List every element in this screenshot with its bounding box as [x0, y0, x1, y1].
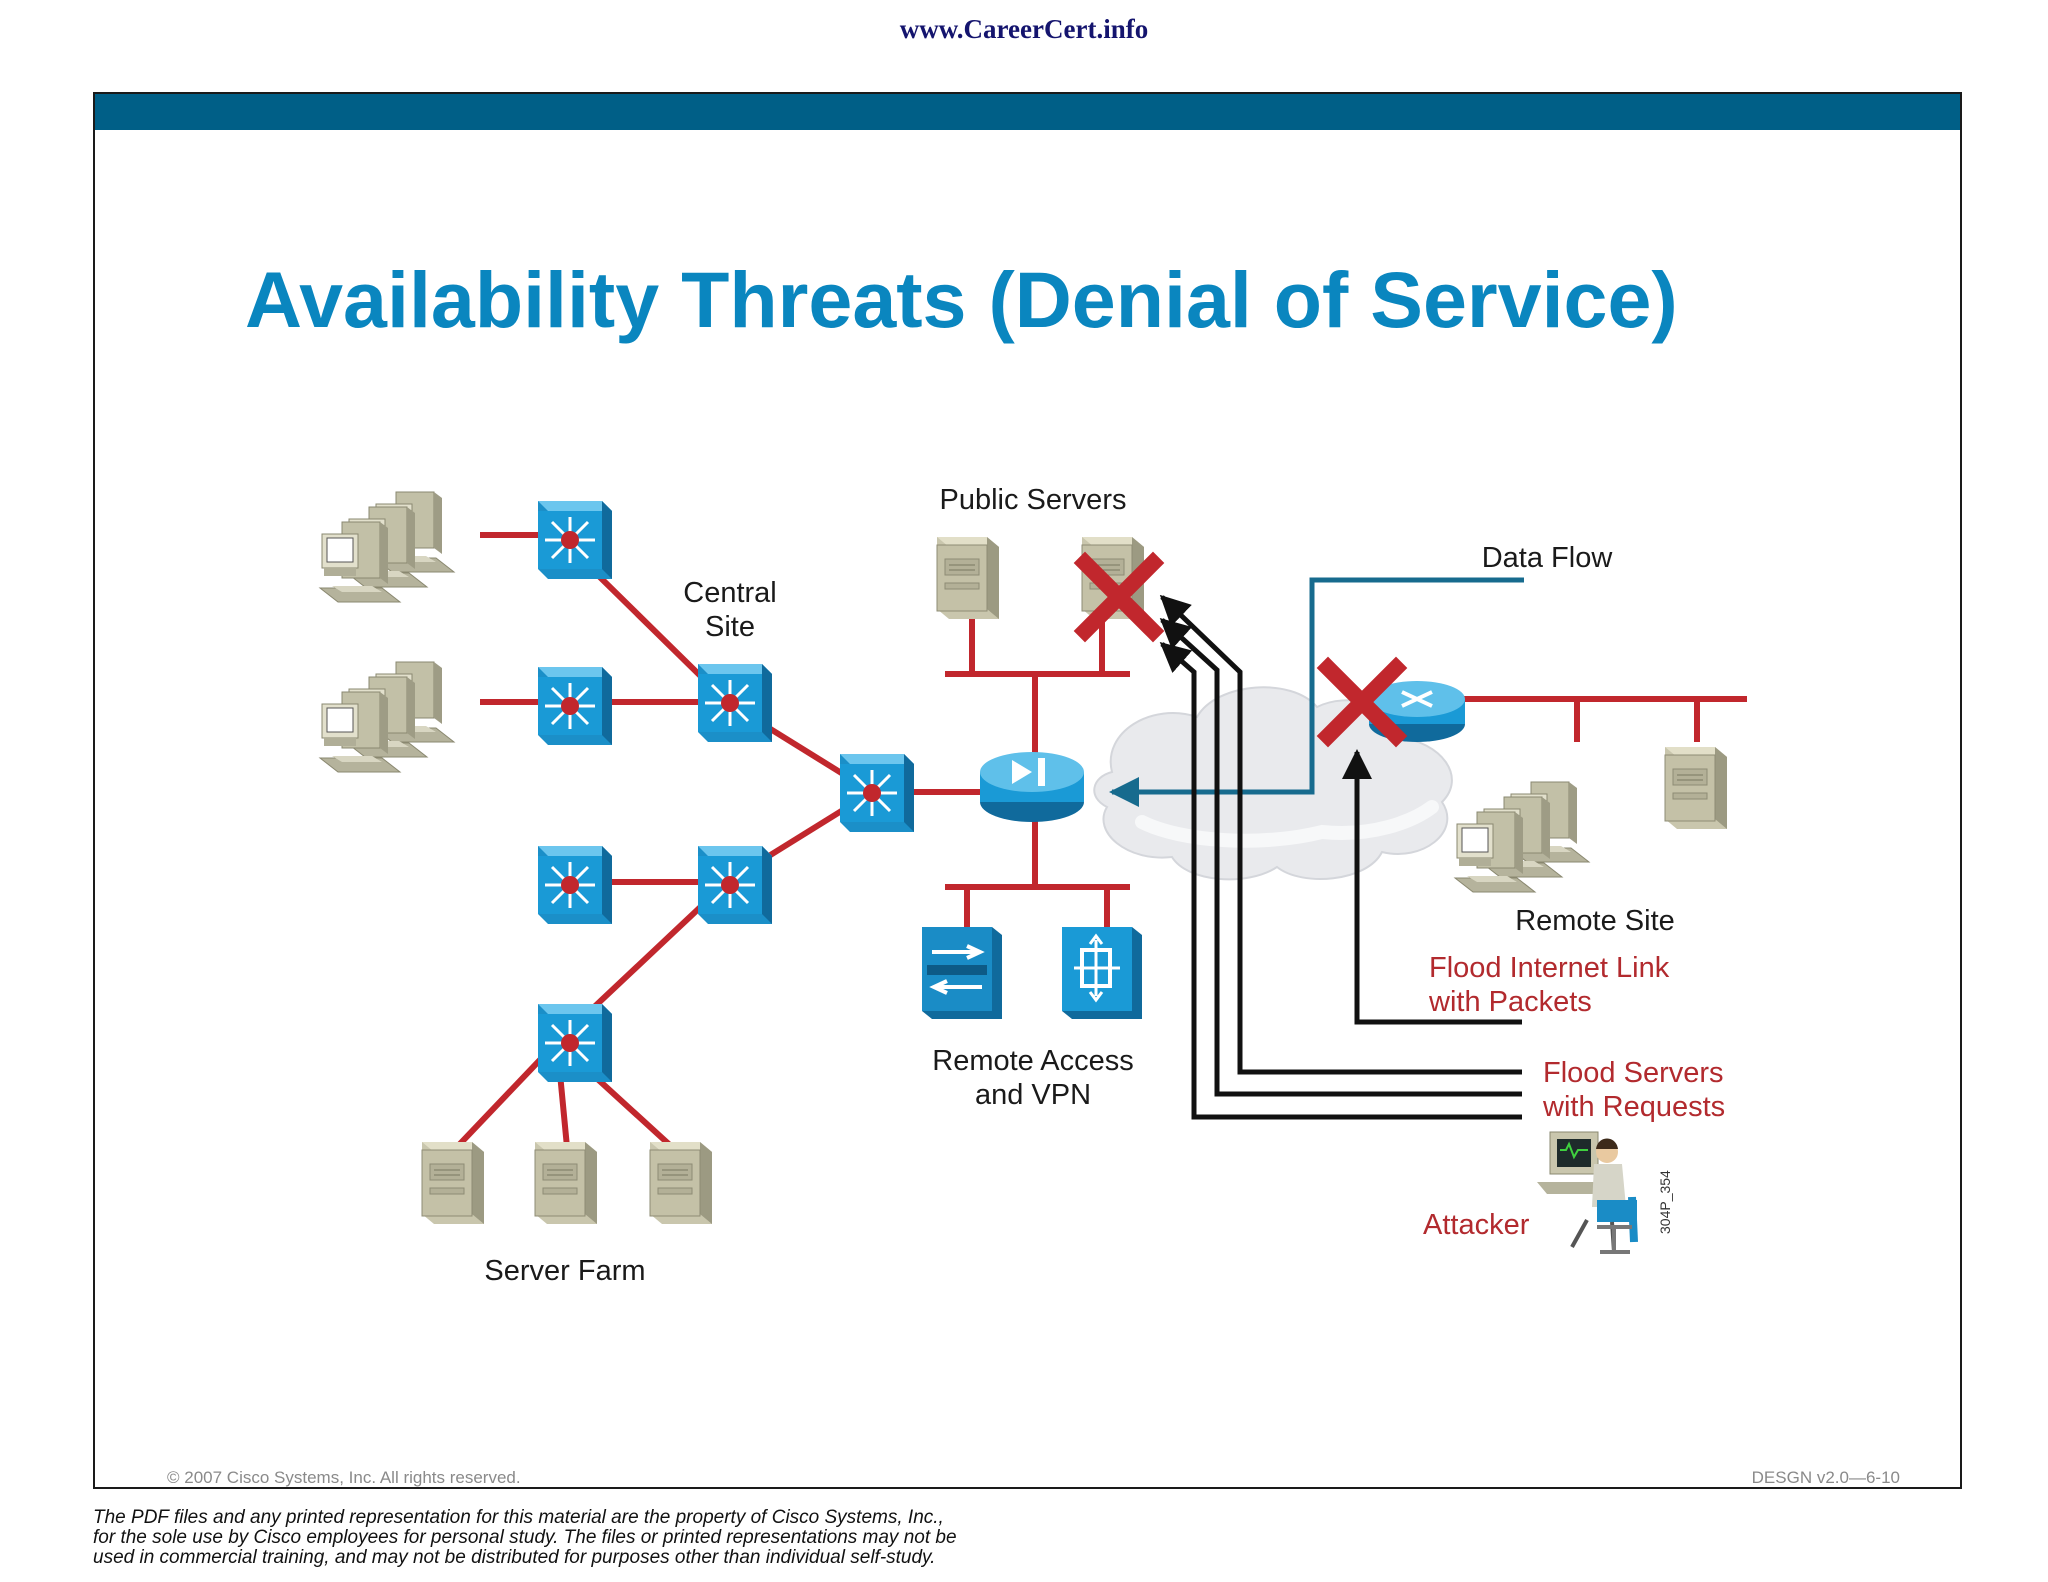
workstation-icon	[320, 492, 454, 602]
pix-firewall-icon	[980, 752, 1084, 822]
flood-servers-label: with Requests	[1542, 1091, 1725, 1123]
vpn-concentrator-icon	[1062, 927, 1142, 1019]
central-site-label: Site	[705, 611, 755, 643]
slide-title: Availability Threats (Denial of Service)	[245, 255, 1678, 344]
data-flow-label: Data Flow	[1482, 542, 1614, 574]
slide-header-bar	[95, 94, 1960, 130]
course-code-text: DESGN v2.0—6-10	[1751, 1468, 1900, 1487]
central-site-label: Central	[683, 577, 777, 609]
copyright-text: © 2007 Cisco Systems, Inc. All rights re…	[167, 1468, 521, 1487]
server-icon	[534, 1141, 598, 1225]
server-icon	[421, 1141, 485, 1225]
multilayer-switch-icon	[536, 499, 614, 581]
disclaimer-text: The PDF files and any printed representa…	[93, 1508, 1293, 1568]
flood-link-label: Flood Internet Link	[1429, 952, 1670, 984]
multilayer-switch-icon	[536, 665, 614, 747]
server-icon	[936, 536, 1000, 620]
attacker-icon	[1537, 1131, 1638, 1254]
workstation-icon	[320, 662, 454, 772]
server-icon	[649, 1141, 713, 1225]
server-farm-label: Server Farm	[484, 1255, 645, 1287]
multilayer-switch-icon	[536, 1002, 614, 1084]
attacker-label: Attacker	[1423, 1209, 1530, 1241]
site-url[interactable]: www.CareerCert.info	[899, 14, 1149, 44]
flood-link-label: with Packets	[1428, 986, 1592, 1018]
network-diagram: Central Site Public Servers Data Flow Re…	[95, 484, 1747, 1287]
multilayer-switch-icon	[696, 844, 774, 926]
cloud-icon	[1093, 686, 1453, 881]
vpn-concentrator-icon	[922, 927, 1002, 1019]
multilayer-switch-icon	[536, 844, 614, 926]
data-flow-path	[1109, 577, 1524, 807]
flood-servers-label: Flood Servers	[1543, 1057, 1724, 1089]
figure-code-label: 304P_354	[1657, 1170, 1673, 1234]
multilayer-switch-icon	[838, 752, 916, 834]
workstation-icon	[1455, 782, 1589, 892]
multilayer-switch-icon	[696, 662, 774, 744]
remote-access-label: and VPN	[975, 1079, 1091, 1111]
remote-access-label: Remote Access	[932, 1045, 1133, 1077]
disclaimer-line: The PDF files and any printed representa…	[93, 1507, 944, 1528]
disclaimer-line: for the sole use by Cisco employees for …	[93, 1527, 957, 1548]
disclaimer-line: used in commercial training, and may not…	[93, 1547, 936, 1568]
server-icon	[1664, 746, 1728, 830]
attack-paths	[1159, 594, 1522, 1120]
public-servers-label: Public Servers	[940, 484, 1127, 516]
slide-frame: Availability Threats (Denial of Service)	[93, 92, 1962, 1489]
remote-site-label: Remote Site	[1515, 905, 1675, 937]
